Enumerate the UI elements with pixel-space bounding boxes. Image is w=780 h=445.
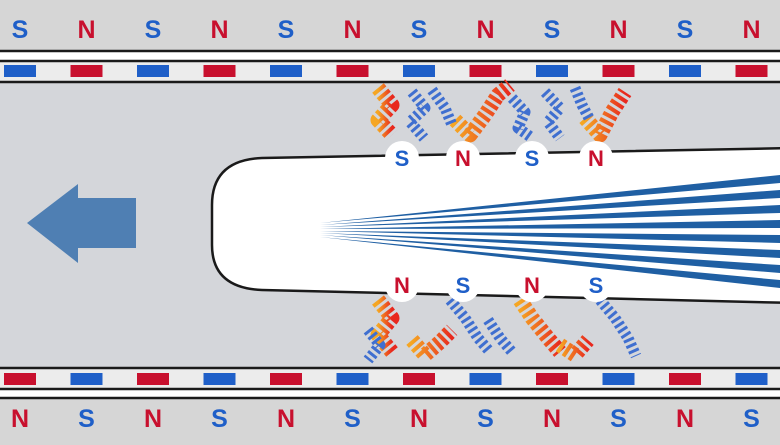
train-top-pole-label: S [395,146,410,171]
train-top-pole-badge [385,141,419,175]
bottom-pole-label: N [277,405,295,433]
top-pole-label: S [145,16,162,44]
top-pole-label: N [210,16,228,44]
train-top-pole-badge [515,141,549,175]
bottom-pole-label: S [743,405,760,433]
train-top-pole-badge [446,141,480,175]
train-top-pole-badge [579,141,613,175]
top-coil-block [4,65,36,77]
train-bottom-pole-badge [446,268,480,302]
bottom-pole-label: S [477,405,494,433]
top-coil-block [70,65,103,77]
repulsion-field [404,88,431,142]
top-coil-block [137,65,169,77]
train-bottom-pole-badge [385,268,419,302]
top-pole-label: S [411,16,428,44]
top-pole-label: S [12,16,29,44]
train-bottom-pole-badge [515,268,549,302]
bottom-coil-block [203,373,236,385]
bottom-coil-block [70,373,103,385]
top-pole-strip [0,0,780,51]
train-bottom-pole-label: N [524,273,540,298]
attraction-field [406,324,458,363]
top-coil-strip [0,61,780,81]
top-coils [4,65,768,77]
top-coil-block [403,65,435,77]
bottom-pole-label: N [144,405,162,433]
top-coil-block [669,65,701,77]
bottom-coil-block [137,373,169,385]
top-pole-label: N [742,16,760,44]
bottom-coil-block [669,373,701,385]
top-pole-label: N [609,16,627,44]
bottom-pole-label: S [211,405,228,433]
attraction-field [513,295,566,357]
train-body [210,147,780,304]
top-coil-block [469,65,502,77]
bottom-coils [4,373,768,385]
top-coil-block [735,65,768,77]
attraction-field [449,79,515,143]
top-pole-label: N [476,16,494,44]
bottom-coil-block [4,373,36,385]
top-coil-block [602,65,635,77]
train-top-pole-label: N [455,146,471,171]
train-top-pole-label: S [525,146,540,171]
repulsion-field [569,85,595,123]
bottom-pole-label: S [610,405,627,433]
bottom-coil-block [336,373,369,385]
repulsion-field [540,88,566,142]
top-pole-label: S [677,16,694,44]
attraction-field [370,83,400,141]
top-pole-label: N [77,16,95,44]
top-coil-block [270,65,302,77]
repulsion-field [427,86,458,128]
bottom-coil-block [536,373,568,385]
train-bottom-pole-label: S [456,273,471,298]
repulsion-field [483,316,517,356]
bottom-coil-block [270,373,302,385]
magnetic-field-lines [363,79,642,364]
top-pole-label: S [278,16,295,44]
bottom-pole-label: N [11,405,29,433]
arrow-left-icon [27,184,136,263]
bottom-pole-strip [0,398,780,445]
bottom-pole-label: N [410,405,428,433]
bottom-coil-block [602,373,635,385]
bottom-pole-label: N [676,405,694,433]
bottom-pole-label: S [344,405,361,433]
bottom-coil-block [735,373,768,385]
speed-stripes [320,175,780,288]
bottom-coil-strip [0,369,780,389]
bottom-coil-block [403,373,435,385]
train-bottom-pole-badge [579,268,613,302]
top-pole-label: S [544,16,561,44]
bottom-pole-label: S [78,405,95,433]
train-bottom-pole-label: N [394,273,410,298]
top-coil-block [336,65,369,77]
top-pole-label: N [343,16,361,44]
train-top-pole-label: N [588,146,604,171]
train-bottom-pole-label: S [589,273,604,298]
top-coil-block [536,65,568,77]
repulsion-field [363,326,386,364]
attraction-field [555,335,594,363]
attraction-field [579,87,632,143]
repulsion-field [445,296,495,356]
top-coil-block [203,65,236,77]
bottom-pole-label: N [543,405,561,433]
bottom-coil-block [469,373,502,385]
